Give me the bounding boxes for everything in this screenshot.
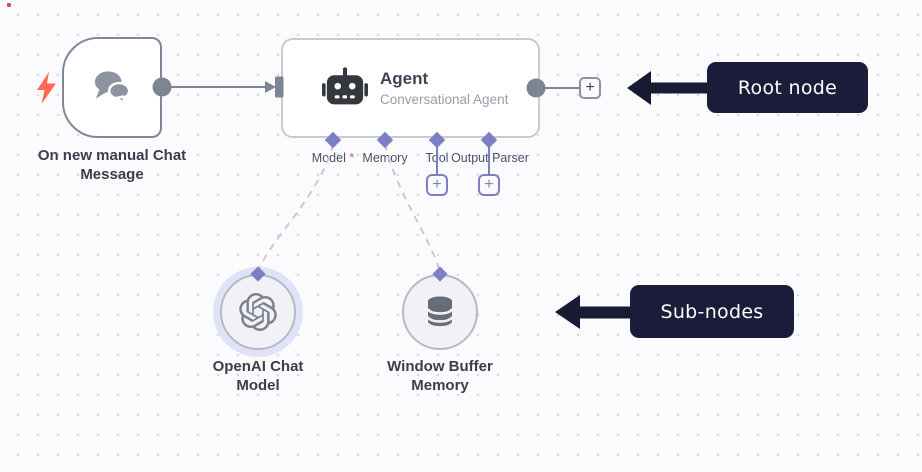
port-label-output-parser: Output Parser <box>451 151 529 165</box>
port-label-model: Model * <box>311 151 355 165</box>
lightning-icon <box>37 72 57 109</box>
database-icon <box>426 296 454 327</box>
canvas-marker-dot <box>7 3 11 7</box>
add-node-button[interactable]: + <box>579 77 601 99</box>
sub-nodes-callout-label: Sub-nodes <box>660 300 764 323</box>
agent-node[interactable]: Agent Conversational Agent <box>281 38 540 138</box>
connection-arrowhead-icon <box>265 81 276 93</box>
plus-icon: + <box>585 79 595 96</box>
sub-nodes-arrow-icon <box>555 295 631 329</box>
memory-node-label: Window Buffer Memory <box>387 358 493 394</box>
chat-trigger-node[interactable] <box>62 37 162 138</box>
window-buffer-memory-node[interactable] <box>402 274 478 350</box>
add-output-parser-button[interactable]: + <box>478 174 500 196</box>
openai-chat-model-node[interactable] <box>220 274 296 350</box>
plus-icon: + <box>484 176 494 193</box>
agent-node-subtitle: Conversational Agent <box>380 91 509 107</box>
root-node-callout-label: Root node <box>737 76 838 99</box>
chat-bubbles-icon <box>94 70 131 107</box>
robot-icon <box>322 67 368 109</box>
port-label-tool: Tool <box>425 151 449 165</box>
openai-node-label: OpenAI Chat Model <box>212 358 304 394</box>
port-label-memory: Memory <box>362 151 408 165</box>
required-asterisk: * <box>349 151 355 165</box>
root-node-callout: Root node <box>707 62 868 113</box>
root-node-arrow-icon <box>627 71 707 105</box>
agent-node-title: Agent <box>380 68 429 88</box>
add-tool-button[interactable]: + <box>426 174 448 196</box>
trigger-node-label: On new manual Chat Message <box>37 147 187 183</box>
sub-nodes-callout: Sub-nodes <box>630 285 794 338</box>
plus-icon: + <box>432 176 442 193</box>
openai-logo-icon <box>239 293 277 331</box>
